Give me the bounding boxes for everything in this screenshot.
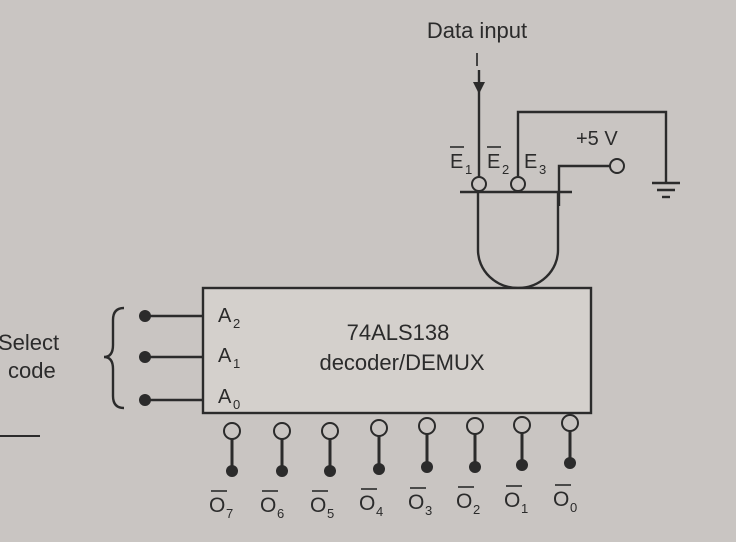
output-o2-pin [466, 417, 484, 473]
output-o5-label: O 5 [310, 490, 334, 521]
svg-text:2: 2 [233, 316, 240, 331]
address-input-a0-wire [139, 394, 203, 406]
output-o0-label: O 0 [553, 484, 577, 515]
ground-icon [652, 181, 680, 199]
output-o4-pin [370, 419, 388, 475]
e2-inversion-bubble [510, 176, 526, 192]
svg-text:2: 2 [473, 502, 480, 517]
chip-part-number: 74ALS138 [347, 320, 450, 345]
e3-supply-wire [557, 158, 625, 206]
address-input-a2-wire [139, 310, 203, 322]
svg-text:O: O [456, 490, 472, 513]
svg-text:O: O [553, 488, 569, 511]
select-label-line1: Select [0, 330, 59, 355]
enable-e2-label: E 2 [487, 146, 509, 177]
svg-text:1: 1 [233, 356, 240, 371]
svg-text:E: E [450, 151, 463, 173]
svg-text:4: 4 [376, 504, 383, 519]
output-o2-label: O 2 [456, 486, 480, 517]
svg-text:A: A [218, 305, 232, 327]
output-o7-pin [223, 422, 241, 477]
svg-text:E: E [524, 151, 537, 173]
output-o3-label: O 3 [408, 487, 432, 518]
svg-text:1: 1 [521, 501, 528, 516]
svg-text:3: 3 [539, 162, 546, 177]
output-o5-pin [321, 422, 339, 477]
output-o1-label: O 1 [504, 485, 528, 516]
svg-text:A: A [218, 386, 232, 408]
data-input-wire [473, 70, 485, 178]
data-input-symbol: I [474, 50, 479, 70]
svg-text:0: 0 [570, 500, 577, 515]
svg-text:A: A [218, 345, 232, 367]
output-o1-pin [513, 416, 531, 471]
svg-text:7: 7 [226, 506, 233, 521]
select-code-brace [103, 306, 125, 410]
output-o7-label: O 7 [209, 490, 233, 521]
output-o4-label: O 4 [359, 488, 383, 519]
output-o6-pin [273, 422, 291, 477]
svg-text:O: O [408, 491, 424, 514]
svg-text:2: 2 [502, 162, 509, 177]
enable-and-gate [460, 190, 572, 292]
select-label-line2: code [8, 358, 56, 383]
enable-e1-label: E 1 [450, 146, 472, 177]
chip-function-label: decoder/DEMUX [319, 350, 484, 375]
svg-text:O: O [260, 494, 276, 517]
output-o6-label: O 6 [260, 490, 284, 521]
data-input-label: Data input [427, 18, 527, 43]
address-a0-label: A 0 [218, 386, 240, 412]
svg-text:1: 1 [465, 162, 472, 177]
svg-text:O: O [310, 494, 326, 517]
svg-text:O: O [359, 492, 375, 515]
svg-text:3: 3 [425, 503, 432, 518]
address-a1-label: A 1 [218, 345, 240, 371]
output-o3-pin [418, 417, 436, 473]
svg-text:0: 0 [233, 397, 240, 412]
address-input-a1-wire [139, 351, 203, 363]
decoder-chip-body [201, 286, 593, 415]
supply-voltage-label: +5 V [576, 128, 618, 150]
address-a2-label: A 2 [218, 305, 240, 331]
svg-text:5: 5 [327, 506, 334, 521]
svg-text:O: O [209, 494, 225, 517]
output-o0-pin [561, 414, 579, 469]
svg-text:6: 6 [277, 506, 284, 521]
e2-ground-wire [516, 110, 668, 183]
svg-text:O: O [504, 489, 520, 512]
e1-inversion-bubble [471, 176, 487, 192]
enable-e3-label: E 3 [524, 151, 546, 177]
svg-text:E: E [487, 151, 500, 173]
